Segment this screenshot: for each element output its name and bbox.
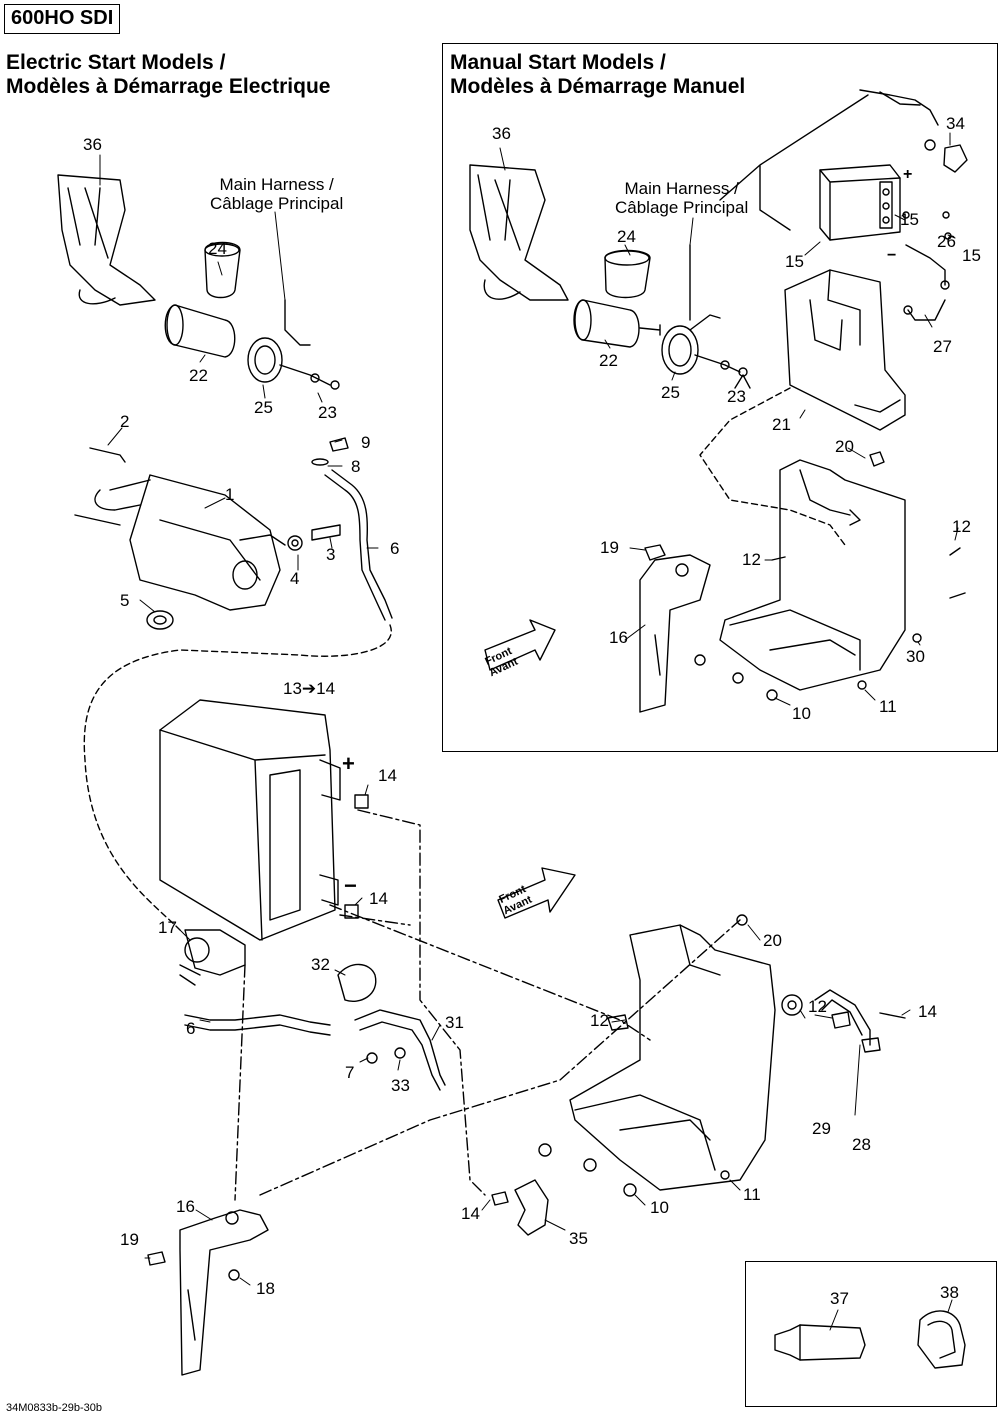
callout-25: 25 <box>661 383 680 402</box>
callout-6: 6 <box>390 539 400 558</box>
harness-line1: Main Harness / <box>624 179 739 198</box>
callout-14: 14 <box>378 766 397 785</box>
callout-16: 16 <box>176 1197 195 1216</box>
inset-frame <box>745 1261 997 1407</box>
callout-14: 14 <box>369 889 388 908</box>
harness-line2: Câblage Principal <box>210 194 344 213</box>
callout-32: 32 <box>311 955 330 974</box>
callout-12: 12 <box>808 997 827 1016</box>
manual-start-drawing <box>469 89 968 713</box>
model-tag: 600HO SDI <box>4 4 121 34</box>
callout-16: 16 <box>609 628 628 647</box>
callout-23: 23 <box>727 387 746 406</box>
callout-1: 1 <box>225 485 235 504</box>
callout-12: 12 <box>952 517 971 536</box>
callout-4: 4 <box>290 569 300 588</box>
callout-5: 5 <box>120 591 130 610</box>
callout-12: 12 <box>742 550 761 569</box>
callout-2: 2 <box>120 412 130 431</box>
callout-3: 3 <box>326 545 336 564</box>
harness-line1: Main Harness / <box>219 175 334 194</box>
callout-19: 19 <box>600 538 619 557</box>
drawing-code: 34M0833b-29b-30b <box>6 1402 103 1414</box>
callout-27: 27 <box>933 337 952 356</box>
callout-20: 20 <box>835 437 854 456</box>
callout-15: 15 <box>900 210 919 229</box>
callout-24: 24 <box>208 239 227 258</box>
callout-33: 33 <box>391 1076 410 1095</box>
callout-10: 10 <box>792 704 811 723</box>
manual-title-fr: Modèles à Démarrage Manuel <box>450 75 746 98</box>
callout-14: 14 <box>918 1002 937 1021</box>
plus-terminal-label: + <box>342 751 355 776</box>
callout-19: 19 <box>120 1230 139 1249</box>
callout-28: 28 <box>852 1135 871 1154</box>
callout-36: 36 <box>492 124 511 143</box>
callout-26: 26 <box>937 232 956 251</box>
callout-36: 36 <box>83 135 102 154</box>
callout-9: 9 <box>361 433 371 452</box>
callout-34: 34 <box>946 114 965 133</box>
callout-20: 20 <box>763 931 782 950</box>
callout-8: 8 <box>351 457 361 476</box>
electric-title-fr: Modèles à Démarrage Electrique <box>6 75 331 98</box>
callout-31: 31 <box>445 1013 464 1032</box>
manual-section-title: Manual Start Models / Modèles à Démarrag… <box>450 51 745 99</box>
electric-harness-label: Main Harness / Câblage Principal <box>210 175 343 213</box>
callout-25: 25 <box>254 398 273 417</box>
inset-drawing <box>774 1310 966 1369</box>
callout-22: 22 <box>599 351 618 370</box>
callout-18: 18 <box>256 1279 275 1298</box>
harness-line2: Câblage Principal <box>615 198 749 217</box>
manual-title-en: Manual Start Models / <box>450 51 666 74</box>
callout-21: 21 <box>772 415 791 434</box>
callout-24: 24 <box>617 227 636 246</box>
callout-10: 10 <box>650 1198 669 1217</box>
callout-6: 6 <box>186 1019 196 1038</box>
minus-terminal-label: − <box>344 873 357 898</box>
callout-23: 23 <box>318 403 337 422</box>
electric-start-drawing <box>57 174 906 1376</box>
callout-35: 35 <box>569 1229 588 1248</box>
callout-15: 15 <box>962 246 981 265</box>
callout-13-14: 13➔14 <box>283 679 336 698</box>
callout-12: 12 <box>590 1011 609 1030</box>
manual-plus-terminal: + <box>903 166 913 183</box>
callout-15: 15 <box>785 252 804 271</box>
electric-section-title: Electric Start Models / Modèles à Démarr… <box>6 51 330 99</box>
manual-harness-label: Main Harness / Câblage Principal <box>615 179 748 217</box>
callout-30: 30 <box>906 647 925 666</box>
electric-title-en: Electric Start Models / <box>6 51 226 74</box>
manual-minus-terminal: − <box>887 247 897 264</box>
callout-7: 7 <box>345 1063 355 1082</box>
callout-14: 14 <box>461 1204 480 1223</box>
callout-38: 38 <box>940 1283 959 1302</box>
callout-37: 37 <box>830 1289 849 1308</box>
callout-11: 11 <box>879 697 897 716</box>
callout-17: 17 <box>158 918 177 937</box>
callout-22: 22 <box>189 366 208 385</box>
callout-11: 11 <box>743 1185 761 1204</box>
manual-section-frame <box>442 43 998 752</box>
callout-29: 29 <box>812 1119 831 1138</box>
